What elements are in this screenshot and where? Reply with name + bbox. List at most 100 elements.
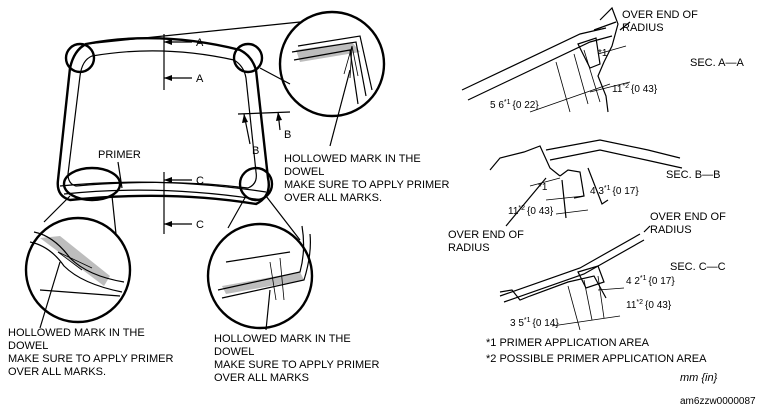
leader-bl-1 [43,195,71,223]
windshield-outline [56,37,270,206]
detail-br-edge-1 [217,225,305,291]
bb-glass-top [545,139,681,159]
aa-dim1: 11*2{0 43} [612,83,658,95]
cc-urethane [577,265,605,289]
detail-circle-top-right [278,10,386,147]
section-a-arrowhead-bottom [164,75,172,81]
section-c-label-bottom: C [196,219,204,231]
cc-overend-leader [643,225,651,233]
cc-dim2: 11*2{0 43} [626,299,672,311]
detail-bl-mark-2 [57,251,93,269]
aa-dim2: 5 6*1{0 22} [490,99,539,111]
cc-title: SEC. C—C [670,261,726,273]
bb-overend-leader [505,177,547,227]
detail-br-mark-2 [279,257,285,301]
corner-circle-top-right [232,42,264,74]
primer-band [67,50,257,189]
corner-circle-bottom-left [62,166,122,202]
bb-dim2: 11*2{0 43} [508,205,554,217]
aa-title: SEC. A—A [690,57,744,69]
legend-note1: *1 PRIMER APPLICATION AREA [486,337,650,349]
windshield-view: A A B B C C PRIMER [43,21,301,241]
leader-br-1 [227,195,247,229]
cc-dim-ext-1 [567,285,581,331]
detail-circle-outline [278,10,386,118]
section-a-arrowhead-top [164,39,172,45]
bb-glass-bottom [549,149,683,169]
detail-circle-bottom-left [24,216,132,329]
section-b-cutline [237,111,291,115]
cc-dim-line-2 [597,287,625,291]
aa-body-flange [597,6,619,113]
detail-bl-mark-1 [57,251,83,271]
aa-glass-top [461,27,607,91]
detail-callout-leader [329,69,351,147]
aa-over-end: OVER END OF RADIUS [622,9,701,34]
detail-bl-edge-3 [39,289,121,297]
cc-over-end: OVER END OF RADIUS [650,211,729,236]
section-a-label-bottom: A [196,73,204,85]
leader-bl-2 [111,195,117,235]
legend-units: mm {in} [680,372,718,384]
detail-br-outline [206,222,314,330]
aa-dim-line-1 [529,83,611,113]
section-b-arrowhead-left [242,114,248,123]
aa-urethane [577,37,601,69]
leader-tr-2 [259,67,291,85]
aa-dim-ext-3 [583,49,601,103]
detail-br-shading [222,272,304,294]
aa-flange-lip [593,21,617,31]
cc-dim1: 4 2*1{0 17} [626,275,675,287]
detail-bl-edge-2 [29,241,123,293]
detail-br-edge-2 [221,233,311,299]
aa-glass-bottom [467,35,613,101]
leader-tr-1 [85,21,301,45]
cc-glass-bottom [503,239,645,303]
detail-mark-2 [349,45,353,79]
section-b-label-left: B [252,145,259,157]
bb-panel [561,179,567,219]
aa-marker-leader [597,45,627,55]
leader-br-2 [265,195,301,241]
section-aa: *1 [461,6,631,113]
bb-dim1: 4 3*1{0 17} [590,185,639,197]
legend-note2: *2 POSSIBLE PRIMER APPLICATION AREA [486,353,707,365]
corner-circle-top-left [64,42,96,74]
detail-bl-shading [40,236,110,286]
cc-dim3: 3 5*1{0 14} [510,317,559,329]
callout-bottom-left: HOLLOWED MARK IN THE DOWEL MAKE SURE TO … [8,327,177,378]
primer-label: PRIMER [98,149,141,161]
detail-mark-3 [351,45,359,77]
bb-over-end: OVER END OF RADIUS [448,229,527,254]
bb-marker1: *1 [538,182,548,193]
aa-dim-line-2 [589,81,631,93]
detail-edge-3 [297,35,373,91]
aa-overend-leader [619,21,631,31]
windshield-lower-lip-2 [63,189,263,201]
bb-marker-leader [529,177,561,187]
figure-id: am6zzw0000087 [680,396,756,407]
detail-mark-1 [343,45,353,75]
section-c-arrowhead-top [164,177,172,183]
cc-dim-ext-3 [597,275,605,319]
detail-circle-bottom-right [206,222,314,331]
section-c-label-top: C [196,175,204,187]
bb-title: SEC. B—B [666,169,720,181]
detail-bl-leader [39,261,61,329]
detail-br-leader [265,289,271,331]
section-a-label-top: A [196,37,204,49]
detail-edge-2 [293,49,359,105]
section-b-arrowhead-right [276,112,282,121]
section-bb: *1 [489,139,683,227]
cc-body [499,275,607,301]
callout-top-right: HOLLOWED MARK IN THE DOWEL MAKE SURE TO … [284,153,453,204]
corner-circle-bottom-right [238,166,274,202]
cc-glass-top [499,233,641,297]
aa-dim-ext-2 [573,53,589,105]
primer-leader [117,161,123,189]
bb-dim-line-1 [545,195,585,201]
aa-dim-ext-1 [555,61,571,113]
detail-edge-1 [291,41,367,97]
bb-inner [587,167,609,205]
